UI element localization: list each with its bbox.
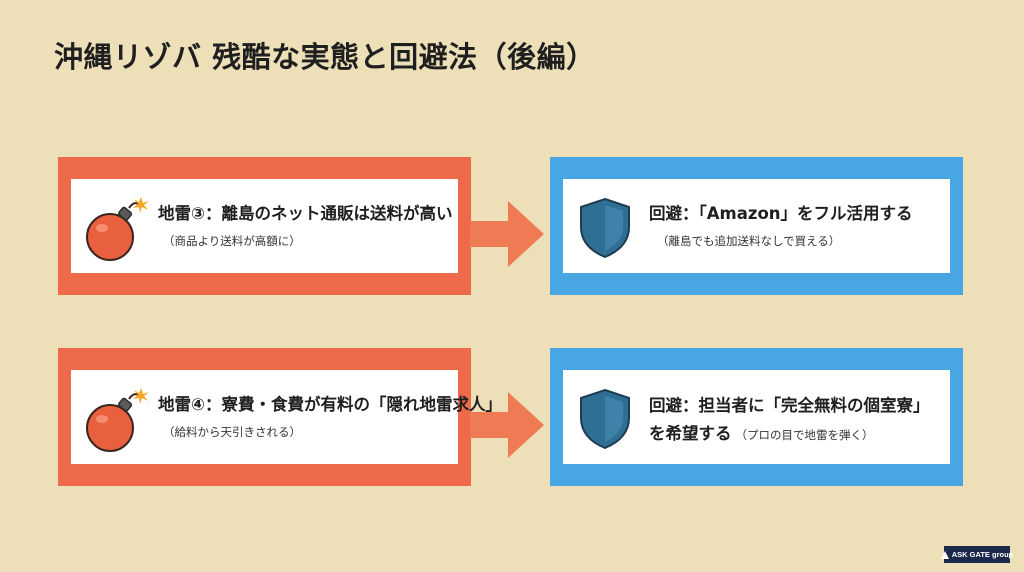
- bomb-icon: [86, 197, 149, 261]
- logo-text: ASK GATE group: [951, 550, 1014, 559]
- mine-card-3: 地雷③：離島のネット通販は送料が高い （商品より送料が高額に）: [58, 157, 471, 295]
- logo-triangle-icon: [940, 550, 949, 559]
- mine-card-body: 地雷④：寮費・食費が有料の「隠れ地雷求人」 （給料から天引きされる）: [71, 370, 502, 464]
- arrow-right-icon: [470, 201, 544, 267]
- mine-main-text: 地雷④：寮費・食費が有料の「隠れ地雷求人」: [158, 395, 502, 414]
- avoid-main-text: 回避：担当者に「完全無料の個室寮」: [649, 396, 930, 415]
- page-title: 沖縄リゾバ 残酷な実態と回避法（後編）: [54, 40, 596, 74]
- brand-logo: ASK GATE group: [940, 546, 1013, 563]
- mine-card-body: 地雷③：離島のネット通販は送料が高い （商品より送料が高額に）: [71, 179, 458, 273]
- shield-icon: [580, 197, 630, 259]
- mine-card-4: 地雷④：寮費・食費が有料の「隠れ地雷求人」 （給料から天引きされる）: [58, 348, 502, 486]
- mine-sub-text: （商品より送料が高額に）: [163, 234, 301, 248]
- avoid-card-body: 回避：担当者に「完全無料の個室寮」 を希望する（プロの目で地雷を弾く）: [563, 370, 950, 464]
- avoid-card-body: 回避：「Amazon」をフル活用する （離島でも追加送料なしで買える）: [563, 179, 950, 273]
- avoid-sub-text: （離島でも追加送料なしで買える）: [657, 234, 841, 248]
- bomb-icon: [86, 388, 149, 452]
- avoid-main-text-line2: を希望する（プロの目で地雷を弾く）: [649, 420, 874, 444]
- avoid-card-4: 回避：担当者に「完全無料の個室寮」 を希望する（プロの目で地雷を弾く）: [550, 348, 963, 486]
- mine-sub-text: （給料から天引きされる）: [163, 425, 301, 439]
- shield-icon: [580, 388, 630, 450]
- mine-main-text: 地雷③：離島のネット通販は送料が高い: [158, 204, 453, 223]
- avoid-sub-text: （プロの目で地雷を弾く）: [735, 428, 874, 442]
- arrow-right-icon: [470, 392, 544, 458]
- avoid-main-text: 回避：「Amazon」をフル活用する: [649, 204, 913, 223]
- avoid-card-3: 回避：「Amazon」をフル活用する （離島でも追加送料なしで買える）: [550, 157, 963, 295]
- avoid-line2-text: を希望する: [649, 424, 732, 443]
